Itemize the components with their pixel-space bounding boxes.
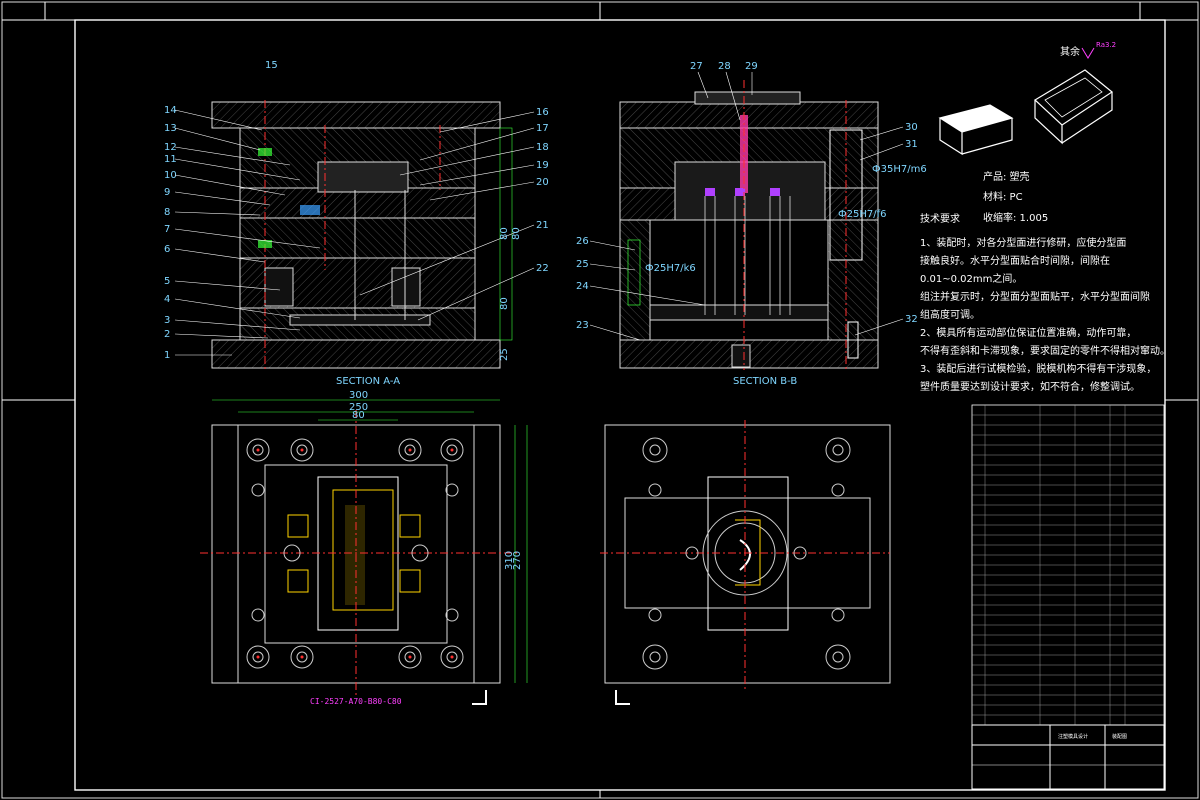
section-a-view: 15 14 13 12 11 10 9 8 7 6 5 4 3 2 1 16 1… xyxy=(164,60,549,387)
label-26: 26 xyxy=(576,236,589,247)
section-b-view: 27 28 29 30 31 26 25 24 23 32 Ф35H7/m6 Ф… xyxy=(576,61,927,387)
label-12: 12 xyxy=(164,142,177,153)
label-1: 1 xyxy=(164,350,170,361)
section-a-caption: SECTION A-A xyxy=(336,376,400,387)
label-30: 30 xyxy=(905,122,918,133)
label-28: 28 xyxy=(718,61,731,72)
label-16: 16 xyxy=(536,107,549,118)
tech-req-line-1: 1、装配时，对各分型面进行修研，应使分型面 xyxy=(920,236,1126,249)
label-24: 24 xyxy=(576,281,589,292)
plan-view-fixed-half: 300 250 80 270 310 CI-2527-A70-B80-C80 xyxy=(200,390,528,706)
label-2: 2 xyxy=(164,329,170,340)
dim-270: 270 xyxy=(512,551,523,570)
label-13: 13 xyxy=(164,123,177,134)
inner-frame xyxy=(74,19,1166,791)
label-11: 11 xyxy=(164,154,177,165)
label-18: 18 xyxy=(536,142,549,153)
label-7: 7 xyxy=(164,224,170,235)
tech-req-line-9: 塑件质量要达到设计要求，如不符合，修整调试。 xyxy=(920,380,1140,393)
label-6: 6 xyxy=(164,244,170,255)
label-25: 25 xyxy=(576,259,589,270)
label-20: 20 xyxy=(536,177,549,188)
dim-300: 300 xyxy=(349,390,368,401)
parts-list xyxy=(971,404,1165,726)
label-27: 27 xyxy=(690,61,703,72)
label-17: 17 xyxy=(536,123,549,134)
dim-250: 250 xyxy=(349,402,368,413)
product-info: 其余 Ra3.2 产品: 塑壳 材料: PC 收缩率: 1.005 技术要求 1… xyxy=(920,41,1170,393)
product-name: 产品: 塑壳 xyxy=(983,170,1030,183)
product-image-closed xyxy=(938,104,1014,156)
label-5: 5 xyxy=(164,276,170,287)
dim-side-80c: 80 xyxy=(511,227,522,240)
label-21: 21 xyxy=(536,220,549,231)
dim-side-80a: 80 xyxy=(499,297,510,310)
dim-310: 310 xyxy=(504,551,515,570)
label-23: 23 xyxy=(576,320,589,331)
tech-req-line-6: 2、模具所有运动部位保证位置准确，动作可靠， xyxy=(920,326,1136,339)
label-3: 3 xyxy=(164,315,170,326)
fit-label-2: Ф25H7/f6 xyxy=(838,209,886,220)
roughness-label: 其余 xyxy=(1060,45,1080,58)
label-19: 19 xyxy=(536,160,549,171)
fit-label-1: Ф35H7/m6 xyxy=(872,164,927,175)
label-31: 31 xyxy=(905,139,918,150)
tech-req-line-5: 组高度可调。 xyxy=(920,308,980,321)
mold-code: CI-2527-A70-B80-C80 xyxy=(310,697,402,706)
tech-req-line-7: 不得有歪斜和卡滞现象，要求固定的零件不得相对窜动。 xyxy=(920,344,1170,357)
label-32: 32 xyxy=(905,314,918,325)
sheet-name: 装配图 xyxy=(1112,733,1127,740)
label-22: 22 xyxy=(536,263,549,274)
label-4: 4 xyxy=(164,294,170,305)
plan-view-moving-half xyxy=(600,420,891,705)
drawing-name: 注塑模具设计 xyxy=(1058,733,1088,740)
tech-req-line-8: 3、装配后进行试模检验，脱模机构不得有干涉现象， xyxy=(920,362,1156,375)
label-8: 8 xyxy=(164,207,170,218)
label-29: 29 xyxy=(745,61,758,72)
tech-req-line-4: 组注并复示时，分型面分型面贴平，水平分型面间隙 xyxy=(920,290,1150,303)
tech-req-line-2: 接触良好。水平分型面贴合时间隙，间隙在 xyxy=(920,254,1110,267)
label-14: 14 xyxy=(164,105,177,116)
dim-side-25: 25 xyxy=(499,348,510,361)
label-15: 15 xyxy=(265,60,278,71)
section-b-caption: SECTION B-B xyxy=(733,376,797,387)
roughness-value: Ra3.2 xyxy=(1096,41,1116,49)
tech-req-line-3: 0.01~0.02mm之间。 xyxy=(920,272,1022,285)
product-material: 材料: PC xyxy=(983,190,1023,203)
tech-req-title: 技术要求 xyxy=(920,212,960,225)
product-shrink: 收缩率: 1.005 xyxy=(983,211,1048,224)
title-block: 注塑模具设计 装配图 xyxy=(971,724,1165,790)
label-10: 10 xyxy=(164,170,177,181)
fit-label-3: Ф25H7/k6 xyxy=(645,263,696,274)
dim-side-80b: 80 xyxy=(499,227,510,240)
dim-80: 80 xyxy=(352,410,365,421)
product-image-open xyxy=(1034,69,1114,145)
label-9: 9 xyxy=(164,187,170,198)
